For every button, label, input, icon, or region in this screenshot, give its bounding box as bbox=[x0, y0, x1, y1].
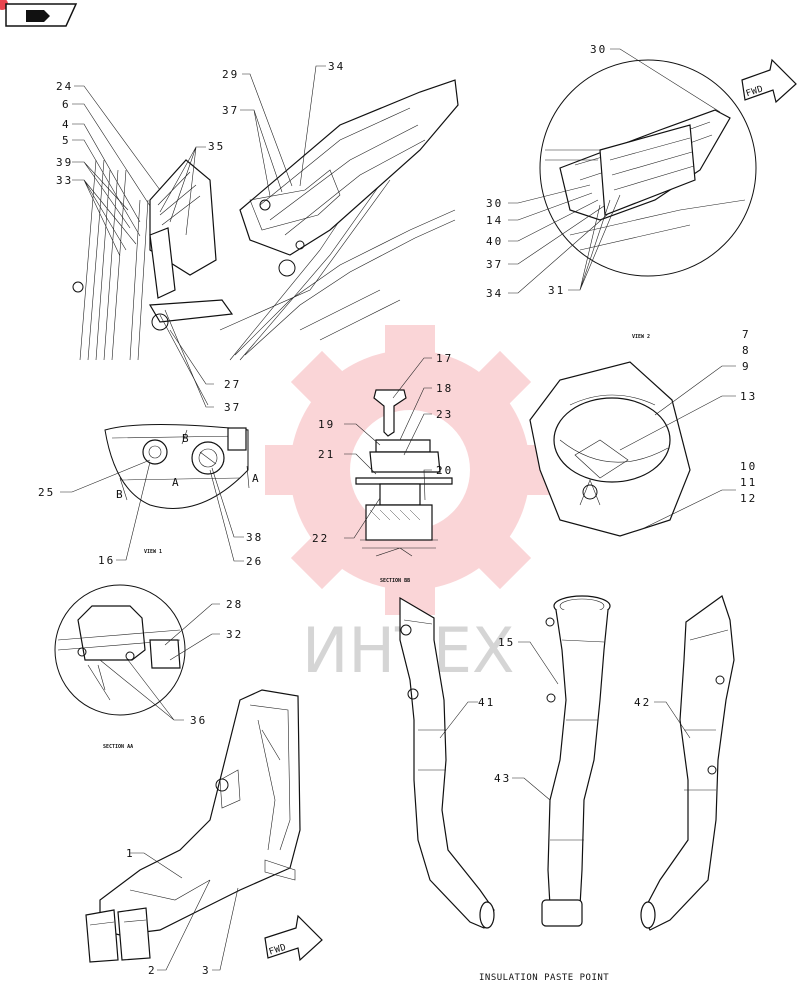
fwd-badge-top: FWD bbox=[741, 58, 797, 104]
callout: 29 bbox=[222, 68, 239, 81]
caption-view-1: VIEW 1 bbox=[144, 549, 162, 555]
callout: 35 bbox=[208, 140, 225, 153]
top-left-assembly bbox=[72, 99, 441, 406]
callout: 18 bbox=[436, 382, 453, 395]
callout: 15 bbox=[498, 636, 515, 649]
callout: 37 bbox=[222, 104, 239, 117]
callout: 2 bbox=[148, 964, 157, 977]
callout: 20 bbox=[436, 464, 453, 477]
book-arrow-icon bbox=[22, 10, 50, 22]
callout: 25 bbox=[38, 486, 55, 499]
callout: 19 bbox=[318, 418, 335, 431]
callout: 30 bbox=[486, 197, 503, 210]
callout: 43 bbox=[494, 772, 511, 785]
callout: 26 bbox=[246, 555, 263, 568]
svg-text:A: A bbox=[252, 472, 261, 485]
callout: 7 bbox=[742, 328, 751, 341]
overhead-console-assembly bbox=[234, 79, 459, 356]
caption-view-2: VIEW 2 bbox=[632, 334, 650, 340]
callout: 1 bbox=[126, 847, 135, 860]
callout: 11 bbox=[740, 476, 757, 489]
duct-41 bbox=[399, 596, 495, 929]
svg-text:B: B bbox=[182, 432, 191, 445]
callout: 3 bbox=[202, 964, 211, 977]
callout: 31 bbox=[548, 284, 565, 297]
callout: 37 bbox=[224, 401, 241, 414]
callout: 9 bbox=[742, 360, 751, 373]
callout: 42 bbox=[634, 696, 651, 709]
callout: 41 bbox=[478, 696, 495, 709]
callout: 39 bbox=[56, 156, 73, 169]
cap-assembly bbox=[529, 361, 691, 537]
callout: 27 bbox=[224, 378, 241, 391]
callout: 34 bbox=[328, 60, 345, 73]
callout: 12 bbox=[740, 492, 757, 505]
callout: 30 bbox=[590, 43, 607, 56]
callout: 40 bbox=[486, 235, 503, 248]
duct-15-43 bbox=[541, 595, 611, 927]
callout: 23 bbox=[436, 408, 453, 421]
callout: 32 bbox=[226, 628, 243, 641]
callout: 33 bbox=[56, 174, 73, 187]
callout: 22 bbox=[312, 532, 329, 545]
svg-text:B: B bbox=[116, 488, 125, 501]
callout: 38 bbox=[246, 531, 263, 544]
svg-text:A: A bbox=[172, 476, 181, 489]
duct-42 bbox=[640, 595, 735, 931]
callout: 13 bbox=[740, 390, 757, 403]
callout: 16 bbox=[98, 554, 115, 567]
callout: 10 bbox=[740, 460, 757, 473]
callout: 6 bbox=[62, 98, 71, 111]
callout: 36 bbox=[190, 714, 207, 727]
callout: 24 bbox=[56, 80, 73, 93]
callout: 17 bbox=[436, 352, 453, 365]
callouts: 24 6 4 5 39 33 35 27 37 29 34 37 30 30 1… bbox=[38, 43, 757, 977]
callout: 14 bbox=[486, 214, 503, 227]
caption-insulation: INSULATION PASTE POINT bbox=[479, 973, 609, 983]
fwd-badge-bottom: FWD bbox=[264, 914, 323, 962]
section-bb-key-lock bbox=[355, 389, 453, 557]
view-1-key-switches bbox=[104, 423, 249, 509]
callout: 5 bbox=[62, 134, 71, 147]
caption-section-bb: SECTION BB bbox=[380, 578, 410, 584]
back-nav-badge[interactable] bbox=[0, 0, 78, 27]
callout: 37 bbox=[486, 258, 503, 271]
main-duct-assembly bbox=[85, 689, 301, 963]
caption-section-aa: SECTION AA bbox=[103, 744, 133, 750]
callout: 28 bbox=[226, 598, 243, 611]
callout: 21 bbox=[318, 448, 335, 461]
section-aa-detail bbox=[54, 584, 186, 716]
callout: 4 bbox=[62, 118, 71, 131]
callout: 8 bbox=[742, 344, 751, 357]
leader-lines bbox=[60, 48, 736, 971]
callout: 34 bbox=[486, 287, 503, 300]
view-2-detail bbox=[539, 59, 757, 277]
